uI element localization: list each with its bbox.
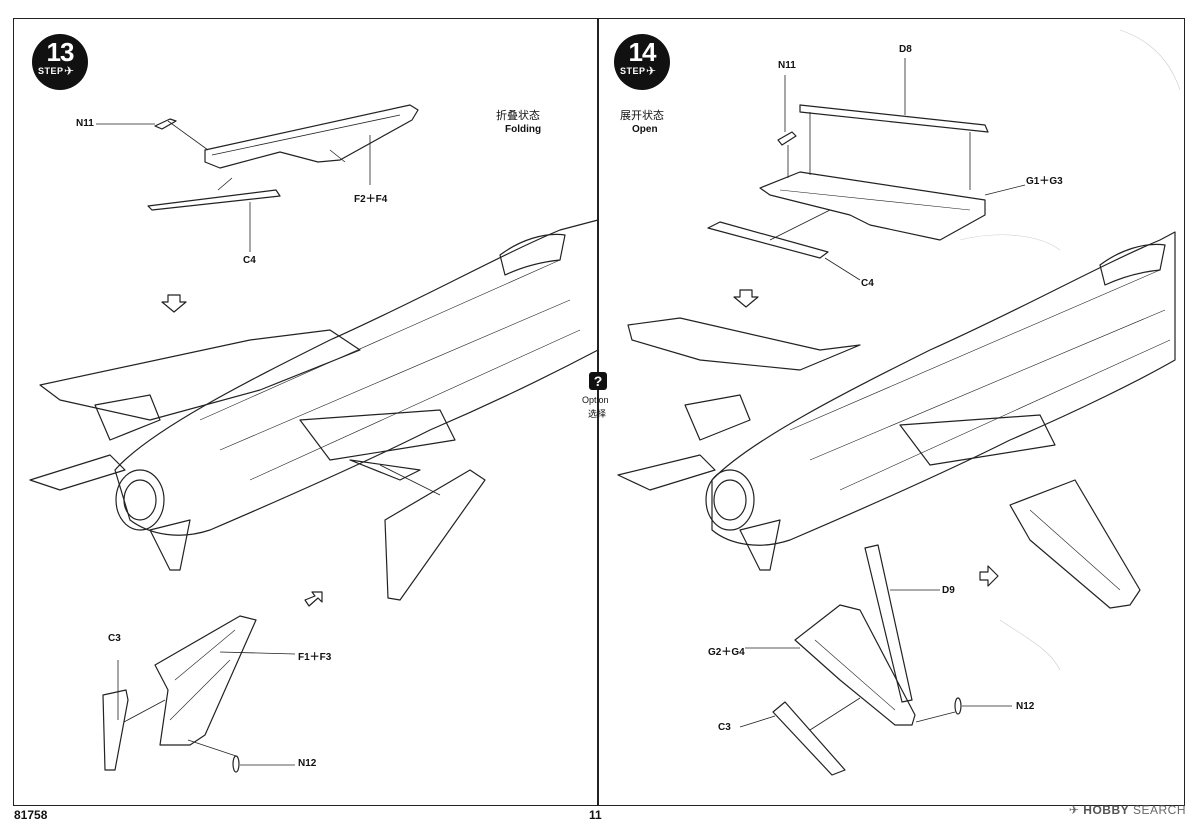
state-label-cn-right: 展开状态 [620,109,664,122]
brand-name-bold: HOBBY [1083,803,1130,817]
callout-f2-f4: F2＋F4 [354,194,388,205]
kit-number: 81758 [14,808,48,822]
callout-c3-right: C3 [718,722,731,733]
option-label-en: Option [582,395,609,405]
down-arrow-right [733,289,759,308]
step-14-panel [598,18,1185,806]
callout-d9: D9 [942,585,955,596]
step-14-number: 14 [628,37,657,67]
state-label-en-right: Open [632,124,658,135]
hobby-search-logo-icon: ✈ [1068,803,1080,817]
down-arrow-left [161,294,187,313]
callout-c4-left: C4 [243,255,256,266]
page-number: 11 [589,808,602,822]
c3-strip-right [772,701,846,776]
n12-part-left [232,755,240,773]
callout-g1-g3: G1＋G3 [1026,176,1063,187]
callout-f1-f3: F1＋F3 [298,652,332,663]
callout-g2-g4: G2＋G4 [708,647,745,658]
outer-wing-part-right [1009,479,1141,609]
right-arrow [979,565,999,587]
option-question-icon: ? [589,372,607,390]
step-14-badge: 14 STEP ✈ [614,34,670,90]
step-14-word: STEP [620,66,646,76]
diagonal-arrow-left [304,591,323,607]
callout-c4-right: C4 [861,278,874,289]
outer-wing-flap-left [154,615,257,746]
n11-part-right [777,131,797,146]
jet-icon: ✈ [64,64,75,78]
outer-wing-flap-right [794,604,916,726]
callout-n12-right: N12 [1016,701,1035,712]
brand-name: SEARCH [1132,803,1186,817]
c3-strip-left [102,689,129,771]
step-13-number: 13 [46,37,75,67]
callout-d8: D8 [899,44,912,55]
step-13-panel [13,18,598,806]
hobby-search-watermark: ✈ HOBBY SEARCH [1069,803,1186,817]
callout-n11-right: N11 [778,60,796,71]
n12-part-right [954,697,962,715]
state-label-cn-left: 折叠状态 [496,109,540,122]
n11-part-left [154,118,177,130]
c4-strip-left [147,189,281,211]
jet-icon: ✈ [646,64,657,78]
step-13-word: STEP [38,66,64,76]
state-label-en-left: Folding [505,124,542,135]
option-label-cn: 选择 [588,410,607,420]
step-13-badge: 13 STEP ✈ [32,34,88,90]
folded-wing-part-left [204,104,419,169]
jet-fuselage-left [29,219,599,571]
c4-strip-right [707,221,829,259]
outer-wing-part-left [384,469,486,601]
callout-n12-left: N12 [298,758,317,769]
jet-fuselage-right [617,231,1176,571]
open-wing-part-right [759,171,986,241]
callout-c3-left: C3 [108,633,121,644]
d8-strip [799,104,989,133]
callout-n11-left: N11 [76,118,94,129]
d9-strip [864,544,913,703]
